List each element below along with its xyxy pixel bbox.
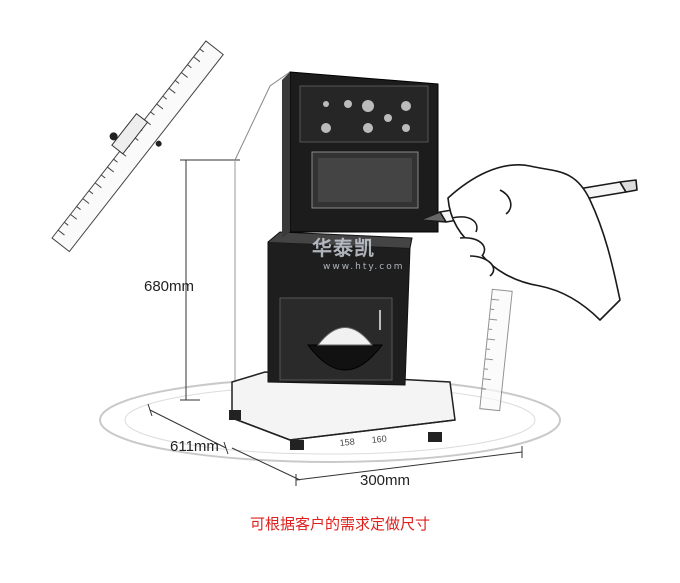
caption-text: 可根据客户的需求定做尺寸	[0, 513, 680, 534]
turntable-scale: 158 160	[339, 433, 387, 448]
height-label: 680mm	[144, 278, 194, 295]
control-head	[282, 72, 438, 238]
hand-with-pencil-icon	[420, 165, 637, 320]
svg-text:160: 160	[371, 433, 387, 445]
control-panel	[300, 86, 428, 142]
watermark-logo: 华泰凯	[312, 232, 375, 261]
svg-text:158: 158	[339, 436, 355, 448]
watermark-url: www.hty.com	[323, 262, 404, 272]
ruler-left-icon	[38, 30, 229, 256]
width-label: 300mm	[360, 472, 410, 489]
depth-label: 611mm	[170, 438, 219, 455]
